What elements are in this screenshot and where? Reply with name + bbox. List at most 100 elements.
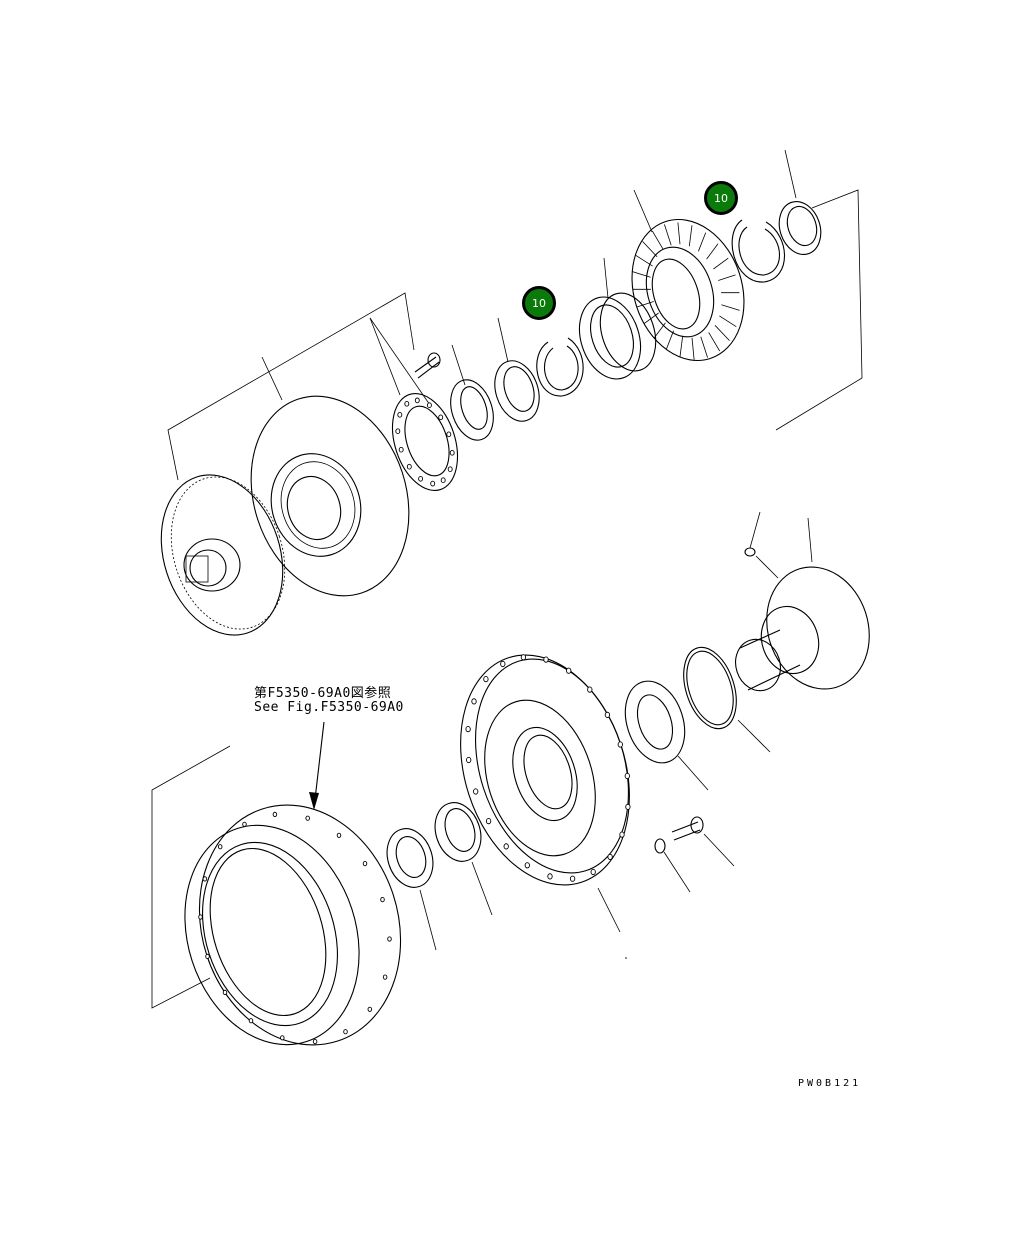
bolt-hole bbox=[312, 1038, 318, 1045]
bolt-hole bbox=[222, 989, 228, 996]
reference-note-en: See Fig.F5350-69A0 bbox=[254, 700, 404, 715]
washer bbox=[654, 838, 691, 893]
turbine-disc bbox=[160, 474, 286, 636]
bolt-hole bbox=[543, 656, 549, 663]
stator-vane bbox=[679, 335, 684, 357]
cover-plate bbox=[250, 395, 410, 597]
pump-impeller bbox=[460, 654, 631, 933]
bearing-ring-3 bbox=[434, 802, 493, 916]
callout-badge-snap-ring-1[interactable]: 10 bbox=[522, 286, 556, 320]
bolt-hole bbox=[280, 1035, 285, 1041]
stator-vane bbox=[635, 254, 653, 267]
bolt-hole bbox=[471, 698, 477, 705]
stator-vane bbox=[706, 243, 719, 260]
bolt-hole bbox=[362, 860, 368, 867]
bolt-hole bbox=[202, 876, 208, 882]
bearing-ring-2 bbox=[494, 360, 540, 422]
stator-vane bbox=[665, 330, 674, 350]
collar bbox=[778, 201, 822, 255]
bolt-hole bbox=[485, 818, 492, 825]
bolt-hole bbox=[418, 475, 424, 482]
snap-ring-2 bbox=[731, 219, 786, 283]
torque-converter-case bbox=[184, 804, 402, 1046]
bolt-hole bbox=[619, 831, 625, 838]
lower-bracket-lines bbox=[151, 721, 325, 1009]
stator-vane bbox=[643, 312, 659, 325]
bolt-hole bbox=[336, 832, 342, 838]
upper-bracket-lines bbox=[167, 189, 863, 481]
bolt-hole bbox=[447, 466, 453, 473]
bolt-hole bbox=[382, 974, 388, 980]
stator bbox=[631, 218, 745, 362]
stator-vane bbox=[714, 325, 730, 341]
ball-bearing bbox=[624, 680, 709, 791]
bearing-ring-1 bbox=[450, 379, 494, 441]
bolt-hole bbox=[446, 431, 452, 438]
pump-shaft bbox=[735, 511, 870, 692]
bolt-hole bbox=[503, 843, 509, 850]
bolt-hole bbox=[607, 853, 613, 860]
bolt-hole bbox=[387, 936, 392, 942]
lock-nut bbox=[386, 828, 437, 951]
bolt-hole bbox=[438, 414, 444, 421]
lock-plate bbox=[392, 393, 458, 491]
bolt-hole bbox=[395, 428, 401, 435]
stator-vane bbox=[718, 274, 736, 281]
bolt-hole bbox=[248, 1018, 254, 1024]
stator-vane bbox=[713, 257, 729, 270]
bolt-hole bbox=[406, 463, 412, 470]
bolt-hole bbox=[440, 477, 446, 484]
bolt-hole bbox=[380, 896, 385, 903]
stator-vane bbox=[719, 315, 737, 328]
bolt-hole bbox=[430, 480, 436, 487]
bolt-hole bbox=[426, 402, 432, 409]
stator-vane bbox=[698, 232, 707, 252]
stator-vane bbox=[642, 241, 658, 257]
upper-leader-lines bbox=[451, 149, 797, 386]
bolt-hole bbox=[205, 953, 210, 960]
bolt-hole bbox=[343, 1029, 348, 1035]
bolt-hole bbox=[524, 862, 530, 869]
o-ring bbox=[683, 646, 771, 753]
bolt-hole bbox=[483, 676, 489, 683]
stator-vane bbox=[651, 230, 664, 250]
bolt-hole bbox=[466, 756, 472, 764]
bolt-hole bbox=[590, 868, 596, 876]
bolt-hole bbox=[198, 914, 203, 920]
stator-vane bbox=[721, 304, 740, 311]
bolt-hole bbox=[587, 686, 593, 693]
stator-vane bbox=[677, 222, 681, 245]
bolt-upper bbox=[414, 352, 441, 379]
bolt-hole bbox=[367, 1006, 373, 1012]
bolt-hole bbox=[217, 844, 223, 850]
bolt-hole bbox=[397, 411, 403, 418]
bolt-hole bbox=[305, 815, 310, 821]
drawing-code: PW0B121 bbox=[798, 1078, 862, 1089]
bolt-hole bbox=[624, 772, 630, 780]
bolt-hole bbox=[465, 726, 471, 733]
bolt-hole bbox=[398, 446, 404, 453]
stator-vane bbox=[700, 336, 708, 358]
bolt-hole bbox=[547, 873, 553, 880]
stator-vane bbox=[636, 301, 654, 308]
bolt-hole bbox=[625, 803, 631, 810]
stator-vane bbox=[691, 337, 695, 360]
bolt-hole bbox=[272, 811, 278, 818]
callout-badge-snap-ring-2[interactable]: 10 bbox=[704, 181, 738, 215]
stator-vane bbox=[708, 332, 721, 352]
bolt-lower bbox=[671, 816, 735, 867]
snap-ring-1 bbox=[536, 337, 584, 397]
bolt-hole bbox=[566, 667, 572, 674]
bolt-hole bbox=[617, 741, 623, 748]
stator-vane bbox=[653, 322, 666, 339]
bolt-hole bbox=[473, 788, 479, 795]
bolt-hole bbox=[449, 449, 455, 456]
stator-vane bbox=[688, 225, 693, 247]
bolt-hole bbox=[569, 875, 576, 882]
stator-vane bbox=[664, 224, 672, 246]
bolt-hole bbox=[520, 654, 527, 661]
stator-vane bbox=[632, 271, 651, 278]
bolt-hole bbox=[414, 397, 420, 404]
